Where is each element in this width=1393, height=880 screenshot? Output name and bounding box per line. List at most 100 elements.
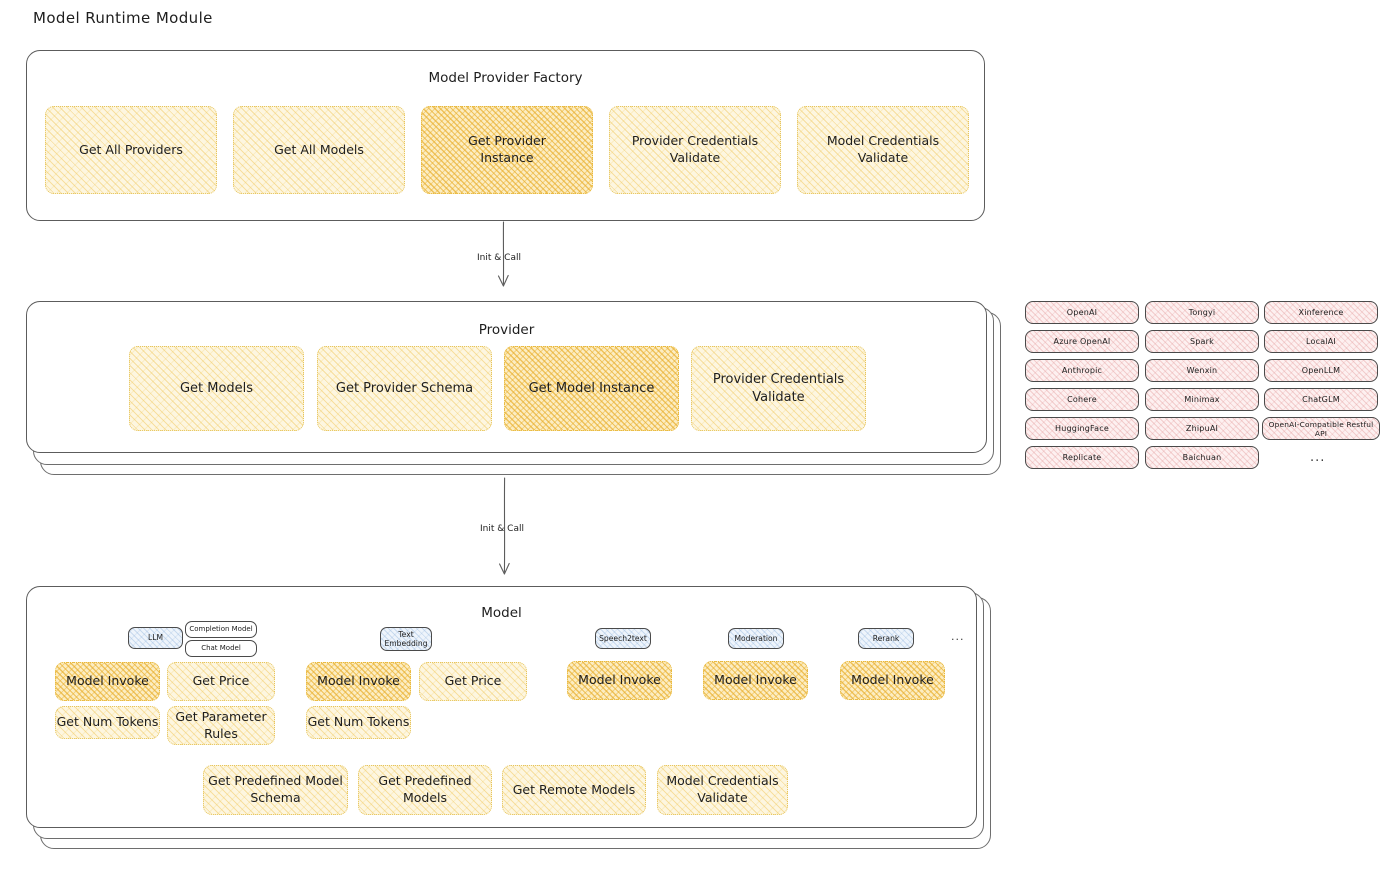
chip-label: Minimax bbox=[1184, 395, 1220, 404]
node-model-credentials-validate[interactable]: Model Credentials Validate bbox=[797, 106, 969, 194]
node-model-credentials-validate-3[interactable]: Model Credentials Validate bbox=[657, 765, 788, 815]
node-label: Get Provider Schema bbox=[335, 380, 474, 396]
provider-chip-tongyi[interactable]: Tongyi bbox=[1145, 301, 1259, 324]
chip-label: OpenAI bbox=[1066, 308, 1098, 317]
node-llm-get-num-tokens[interactable]: Get Num Tokens bbox=[55, 706, 160, 739]
node-label: Provider Credentials Validate bbox=[712, 371, 845, 405]
chip-label: Cohere bbox=[1067, 395, 1097, 404]
node-get-remote-models[interactable]: Get Remote Models bbox=[502, 765, 646, 815]
node-label: Model Invoke bbox=[66, 673, 149, 689]
node-label: Get Models bbox=[179, 380, 254, 396]
node-label: Get Provider Instance bbox=[468, 133, 546, 165]
pill-label: Moderation bbox=[734, 633, 778, 643]
provider-chip-cohere[interactable]: Cohere bbox=[1025, 388, 1139, 411]
chip-label: ZhipuAI bbox=[1185, 424, 1219, 433]
node-label: Get Model Instance bbox=[528, 380, 655, 396]
pill-label: Rerank bbox=[872, 633, 900, 643]
node-label: Model Credentials Validate bbox=[666, 773, 779, 805]
pill-label: LLM bbox=[147, 633, 163, 643]
model-type-pill-rerank[interactable]: Rerank bbox=[858, 628, 914, 649]
node-speech2text-model-invoke[interactable]: Model Invoke bbox=[567, 661, 672, 700]
node-label: Get Parameter Rules bbox=[175, 708, 267, 741]
node-label: Model Invoke bbox=[714, 672, 797, 688]
chip-label: OpenLLM bbox=[1301, 366, 1341, 375]
node-moderation-model-invoke[interactable]: Model Invoke bbox=[703, 661, 808, 700]
node-label: Get Remote Models bbox=[512, 781, 636, 797]
model-subtype-pill-completion-model[interactable]: Completion Model bbox=[185, 621, 257, 638]
provider-title: Provider bbox=[478, 322, 535, 338]
node-text-embedding-get-price[interactable]: Get Price bbox=[419, 662, 527, 701]
connector-factory-to-provider bbox=[487, 221, 527, 294]
provider-chip-openai-compatible-restful-api[interactable]: OpenAI-Compatible Restful API bbox=[1262, 417, 1380, 440]
provider-chip-minimax[interactable]: Minimax bbox=[1145, 388, 1259, 411]
node-label: Get Predefined Model Schema bbox=[208, 773, 343, 805]
node-get-predefined-models[interactable]: Get Predefined Models bbox=[358, 765, 492, 815]
chip-label: Baichuan bbox=[1182, 453, 1222, 462]
provider-list-more: ... bbox=[1310, 450, 1326, 465]
chip-label: Azure OpenAI bbox=[1053, 337, 1111, 346]
node-llm-get-price[interactable]: Get Price bbox=[167, 662, 275, 701]
connector-label-init-and-call-2: Init & Call bbox=[480, 524, 524, 534]
model-subtype-pill-chat-model[interactable]: Chat Model bbox=[185, 640, 257, 657]
node-label: Model Invoke bbox=[851, 672, 934, 688]
connector-provider-to-model bbox=[488, 477, 528, 582]
node-label: Model Invoke bbox=[578, 672, 661, 688]
provider-chip-huggingface[interactable]: HuggingFace bbox=[1025, 417, 1139, 440]
page-title: Model Runtime Module bbox=[33, 9, 213, 27]
provider-chip-zhipuai[interactable]: ZhipuAI bbox=[1145, 417, 1259, 440]
model-title: Model bbox=[481, 605, 522, 621]
chip-label: Tongyi bbox=[1188, 308, 1216, 317]
model-type-pill-llm[interactable]: LLM bbox=[128, 627, 183, 649]
provider-chip-azure-openai[interactable]: Azure OpenAI bbox=[1025, 330, 1139, 353]
chip-label: ChatGLM bbox=[1302, 395, 1340, 404]
node-get-provider-schema[interactable]: Get Provider Schema bbox=[317, 346, 492, 431]
node-label: Get All Providers bbox=[79, 141, 183, 157]
chip-label: Spark bbox=[1190, 337, 1214, 346]
node-llm-model-invoke[interactable]: Model Invoke bbox=[55, 662, 160, 701]
pill-label: Speech2text bbox=[599, 633, 647, 643]
connector-label-init-and-call-1: Init & Call bbox=[477, 253, 521, 263]
node-get-model-instance[interactable]: Get Model Instance bbox=[504, 346, 679, 431]
model-types-more: ... bbox=[951, 630, 965, 643]
chip-label: Xinference bbox=[1298, 308, 1344, 317]
chip-label: OpenAI-Compatible Restful API bbox=[1268, 419, 1374, 438]
node-get-all-providers[interactable]: Get All Providers bbox=[45, 106, 217, 194]
node-get-models[interactable]: Get Models bbox=[129, 346, 304, 431]
node-label: Provider Credentials Validate bbox=[631, 133, 759, 165]
node-label: Model Invoke bbox=[317, 673, 400, 689]
provider-chip-replicate[interactable]: Replicate bbox=[1025, 446, 1139, 469]
chip-label: LocalAI bbox=[1306, 337, 1336, 346]
provider-chip-openllm[interactable]: OpenLLM bbox=[1264, 359, 1378, 382]
chip-label: HuggingFace bbox=[1055, 424, 1109, 433]
pill-label: Chat Model bbox=[201, 644, 241, 653]
provider-chip-xinference[interactable]: Xinference bbox=[1264, 301, 1378, 324]
model-type-pill-speech2text[interactable]: Speech2text bbox=[595, 628, 651, 649]
chip-label: Anthropic bbox=[1061, 366, 1103, 375]
chip-label: Wenxin bbox=[1186, 366, 1218, 375]
node-label: Model Credentials Validate bbox=[826, 133, 940, 165]
model-type-pill-text-embedding[interactable]: Text Embedding bbox=[380, 627, 432, 651]
pill-label: Completion Model bbox=[189, 625, 253, 634]
node-text-embedding-get-num-tokens[interactable]: Get Num Tokens bbox=[306, 706, 411, 739]
provider-chip-chatglm[interactable]: ChatGLM bbox=[1264, 388, 1378, 411]
provider-chip-wenxin[interactable]: Wenxin bbox=[1145, 359, 1259, 382]
provider-chip-openai[interactable]: OpenAI bbox=[1025, 301, 1139, 324]
provider-chip-baichuan[interactable]: Baichuan bbox=[1145, 446, 1259, 469]
provider-chip-localai[interactable]: LocalAI bbox=[1264, 330, 1378, 353]
node-get-all-models[interactable]: Get All Models bbox=[233, 106, 405, 194]
node-provider-credentials-validate-2[interactable]: Provider Credentials Validate bbox=[691, 346, 866, 431]
node-text-embedding-model-invoke[interactable]: Model Invoke bbox=[306, 662, 411, 701]
node-label: Get Num Tokens bbox=[56, 714, 159, 730]
node-llm-get-parameter-rules[interactable]: Get Parameter Rules bbox=[167, 706, 275, 745]
node-rerank-model-invoke[interactable]: Model Invoke bbox=[840, 661, 945, 700]
model-type-pill-moderation[interactable]: Moderation bbox=[728, 628, 784, 649]
provider-chip-spark[interactable]: Spark bbox=[1145, 330, 1259, 353]
pill-label: Text Embedding bbox=[384, 629, 428, 648]
node-get-predefined-model-schema[interactable]: Get Predefined Model Schema bbox=[203, 765, 348, 815]
node-provider-credentials-validate[interactable]: Provider Credentials Validate bbox=[609, 106, 781, 194]
model-provider-factory-title: Model Provider Factory bbox=[428, 70, 583, 86]
provider-chip-anthropic[interactable]: Anthropic bbox=[1025, 359, 1139, 382]
node-get-provider-instance[interactable]: Get Provider Instance bbox=[421, 106, 593, 194]
node-label: Get Num Tokens bbox=[307, 714, 410, 730]
